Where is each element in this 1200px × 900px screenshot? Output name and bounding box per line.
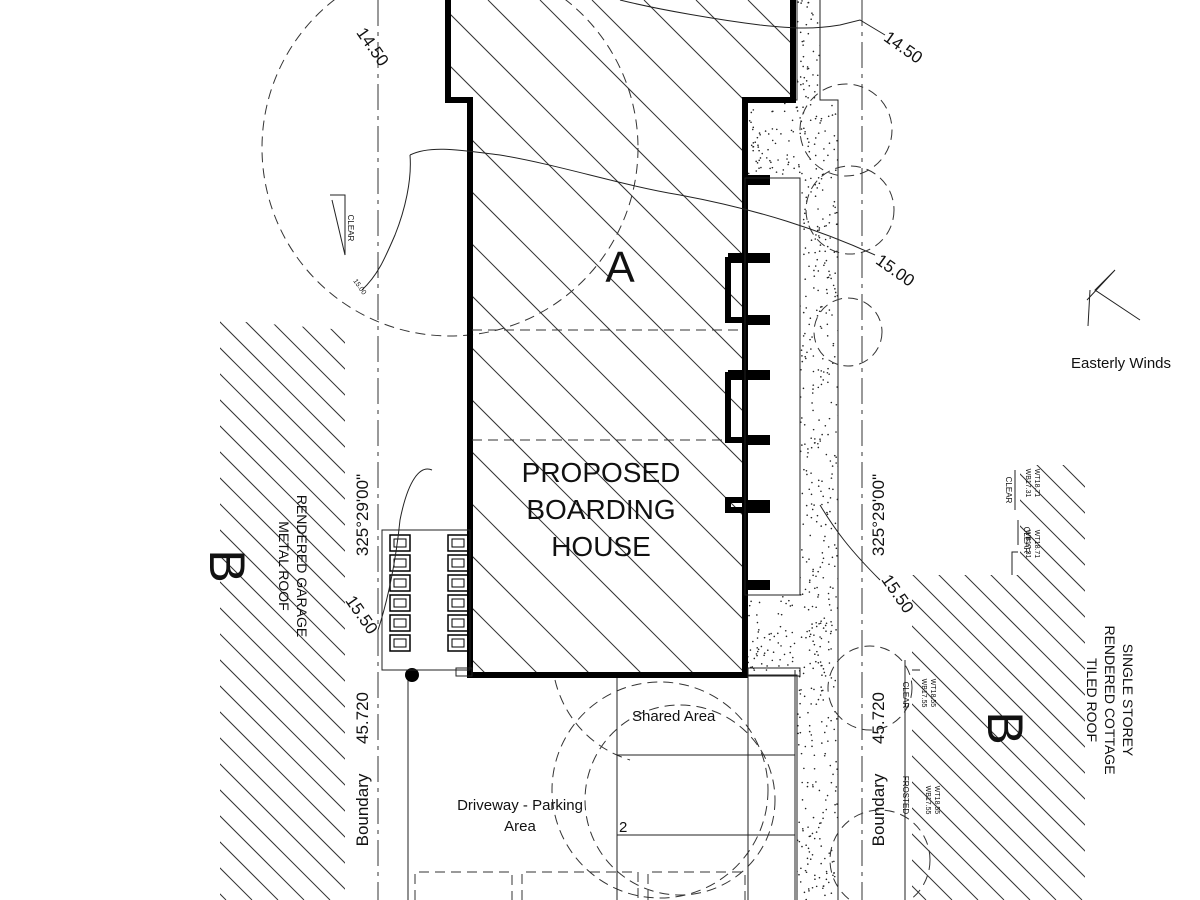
- bearing-label-right: 325°29'00": [869, 474, 888, 556]
- contour-lines: [330, 0, 1141, 900]
- building-label-line1: PROPOSED: [522, 457, 681, 488]
- right-neighbour-line2: RENDERED COTTAGE: [1102, 625, 1118, 774]
- window-tag-8: WT18.55: [933, 786, 940, 815]
- clear-tag-right-3: CLEAR: [901, 682, 910, 709]
- boundary-label-right: Boundary: [869, 773, 888, 846]
- driveway-lines: [405, 667, 801, 900]
- left-neighbour-line1: RENDERED GARAGE: [294, 495, 310, 637]
- tree-canopy-large: [261, 0, 639, 337]
- window-tag-3: WB17.31: [1024, 530, 1031, 559]
- clear-tag-left: CLEAR: [346, 215, 355, 242]
- shrub-circles: [799, 83, 931, 900]
- driveway-number: 2: [619, 819, 627, 836]
- clear-tag-right-2: CLEAR: [1022, 527, 1031, 554]
- left-neighbour-line2: METAL ROOF: [276, 521, 292, 610]
- bike-racks: [381, 529, 471, 671]
- section-marker-b-right: B: [977, 711, 1033, 744]
- right-neighbour-line1: SINGLE STOREY: [1120, 644, 1136, 757]
- right-neighbour-label: SINGLE STOREY RENDERED COTTAGE TILED ROO…: [1084, 625, 1136, 774]
- frosted-tag: FROSTED: [901, 776, 910, 814]
- length-label-left: 45.720: [353, 692, 372, 744]
- boundary-label-left: Boundary: [353, 773, 372, 846]
- contour-label-1550-right: 15.50: [878, 571, 918, 617]
- contour-label-1450-left: 14.50: [353, 24, 393, 70]
- window-tag-1: WB17.31: [1024, 469, 1031, 498]
- left-neighbour-hatch: [220, 320, 345, 900]
- shared-area-label: Shared Area: [632, 708, 716, 725]
- building-label-line2: BOARDING: [526, 494, 675, 525]
- driveway-label-line1: Driveway - Parking: [457, 797, 583, 814]
- length-label-right: 45.720: [869, 692, 888, 744]
- bearing-label-left: 325°29'00": [353, 474, 372, 556]
- driveway-label-line2: Area: [504, 818, 536, 835]
- window-tag-7: WB17.55: [924, 786, 931, 815]
- left-neighbour-label: RENDERED GARAGE METAL ROOF: [276, 495, 310, 637]
- clear-tag-right-1: CLEAR: [1004, 477, 1013, 504]
- contour-label-1550-left: 15.50: [342, 592, 382, 638]
- building-label-line3: HOUSE: [551, 531, 651, 562]
- window-tag-4: WT18.71: [1033, 530, 1040, 559]
- right-neighbour-line3: TILED ROOF: [1084, 658, 1100, 742]
- window-tag-2: WT18.71: [1033, 469, 1040, 498]
- window-tag-5: WB17.55: [920, 679, 927, 708]
- window-tag-6: WT18.55: [929, 679, 936, 708]
- section-marker-a: A: [605, 243, 635, 292]
- contour-label-1450-right: 14.50: [880, 28, 926, 68]
- proposed-building-outline: [445, 0, 801, 678]
- wind-label: Easterly Winds: [1071, 355, 1171, 372]
- side-path-strip: [744, 0, 839, 900]
- building-label: PROPOSED BOARDING HOUSE: [522, 457, 681, 562]
- section-marker-b-left: B: [199, 549, 255, 582]
- contour-label-1500: 15.00: [872, 251, 918, 291]
